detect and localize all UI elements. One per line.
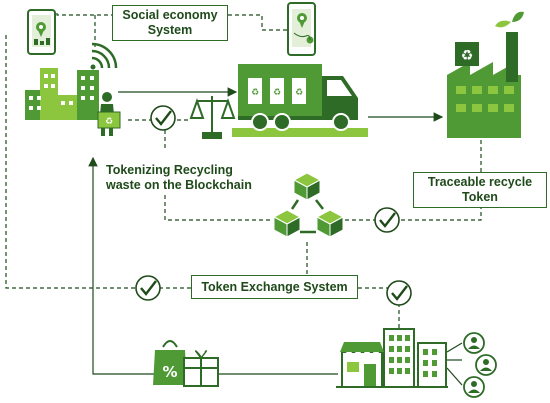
shopping-bag-gift-icon: % <box>153 340 219 387</box>
svg-text:♻: ♻ <box>105 117 113 127</box>
traceable-line-1: Traceable recycle <box>427 175 533 189</box>
user-icons <box>463 332 497 398</box>
connector-lines <box>5 13 482 386</box>
phone-left-icon <box>27 9 56 55</box>
tokenizing-recycling-label: Tokenizing Recycling waste on the Blockc… <box>106 163 256 193</box>
city-wifi-icon <box>25 42 118 120</box>
tokenizing-line-2: waste on the Blockchain <box>106 178 252 192</box>
blockchain-cubes-icon <box>272 172 345 238</box>
balance-scale-icon <box>189 96 236 139</box>
svg-text:♻: ♻ <box>273 88 281 98</box>
shop-buildings-icon <box>336 328 448 388</box>
check-circle-icon <box>374 207 400 233</box>
tokenizing-line-1: Tokenizing Recycling <box>106 163 233 177</box>
traceable-line-2: Token <box>462 190 498 204</box>
token-exchange-system-label: Token Exchange System <box>191 275 358 299</box>
recycling-factory-icon: ♻ <box>447 11 524 138</box>
check-circle-icon <box>135 275 161 301</box>
social-economy-system-label: Social economy System <box>112 5 228 41</box>
social-line-1: Social economy <box>122 8 218 22</box>
svg-text:♻: ♻ <box>251 88 259 98</box>
traceable-recycle-token-label: Traceable recycle Token <box>413 172 547 208</box>
person-bin-icon: ♻ <box>97 92 121 136</box>
svg-text:%: % <box>162 363 177 381</box>
exchange-text: Token Exchange System <box>201 279 348 294</box>
svg-text:♻: ♻ <box>461 48 474 64</box>
phone-right-icon <box>287 2 316 56</box>
check-circle-icon <box>150 105 176 131</box>
check-circle-icon <box>386 280 412 306</box>
recycling-truck-icon: ♻ ♻ ♻ <box>232 64 368 137</box>
svg-text:♻: ♻ <box>295 88 303 98</box>
social-line-2: System <box>147 23 193 37</box>
